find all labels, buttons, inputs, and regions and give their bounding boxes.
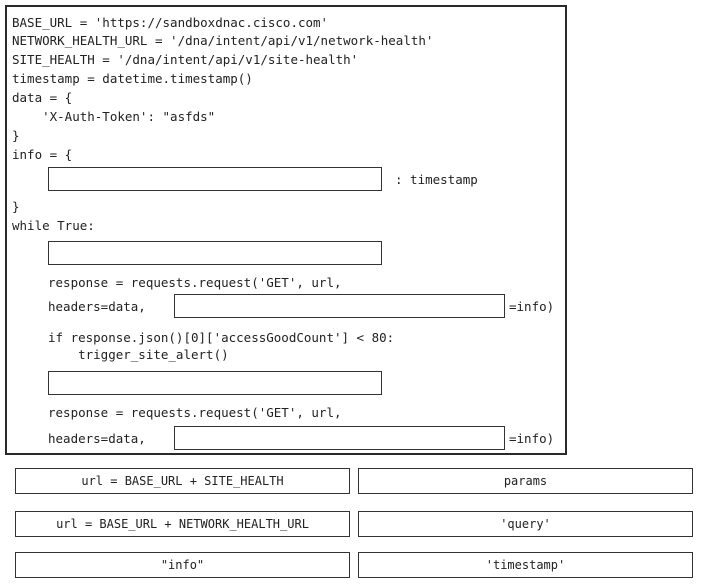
choice-info-string[interactable]: "info" bbox=[15, 552, 350, 578]
drop-target-first-url[interactable] bbox=[48, 241, 382, 265]
code-line-auth-token: 'X-Auth-Token': "asfds" bbox=[12, 109, 216, 124]
code-line-second-request: response = requests.request('GET', url, bbox=[48, 405, 342, 420]
code-line-if-condition: if response.json()[0]['accessGoodCount']… bbox=[48, 330, 395, 345]
choice-timestamp-string[interactable]: 'timestamp' bbox=[358, 552, 693, 578]
drop-target-second-param[interactable] bbox=[174, 426, 505, 450]
code-line-base-url: BASE_URL = 'https://sandboxdnac.cisco.co… bbox=[12, 15, 329, 30]
code-line-first-headers: headers=data, bbox=[48, 299, 146, 314]
code-line-second-info: =info) bbox=[509, 431, 555, 446]
drop-target-second-url[interactable] bbox=[48, 371, 382, 395]
code-line-while-true: while True: bbox=[12, 218, 95, 233]
choice-url-network-health[interactable]: url = BASE_URL + NETWORK_HEALTH_URL bbox=[15, 511, 350, 537]
code-line-second-headers: headers=data, bbox=[48, 431, 146, 446]
code-line-network-health-url: NETWORK_HEALTH_URL = '/dna/intent/api/v1… bbox=[12, 33, 434, 48]
code-line-info-close: } bbox=[12, 199, 20, 214]
drop-target-info-key[interactable] bbox=[48, 167, 382, 191]
code-line-site-health: SITE_HEALTH = '/dna/intent/api/v1/site-h… bbox=[12, 52, 359, 67]
choice-params[interactable]: params bbox=[358, 468, 693, 494]
code-line-info-open: info = { bbox=[12, 147, 73, 162]
drop-target-first-param[interactable] bbox=[174, 294, 505, 318]
code-line-data-close: } bbox=[12, 128, 20, 143]
code-line-info-value: : timestamp bbox=[395, 172, 478, 187]
code-panel: BASE_URL = 'https://sandboxdnac.cisco.co… bbox=[5, 5, 567, 455]
code-line-timestamp: timestamp = datetime.timestamp() bbox=[12, 71, 253, 86]
choice-query[interactable]: 'query' bbox=[358, 511, 693, 537]
code-line-first-info: =info) bbox=[509, 299, 555, 314]
choice-url-site-health[interactable]: url = BASE_URL + SITE_HEALTH bbox=[15, 468, 350, 494]
code-line-data-open: data = { bbox=[12, 90, 73, 105]
code-line-first-request: response = requests.request('GET', url, bbox=[48, 275, 342, 290]
code-line-trigger-alert: trigger_site_alert() bbox=[48, 347, 229, 362]
